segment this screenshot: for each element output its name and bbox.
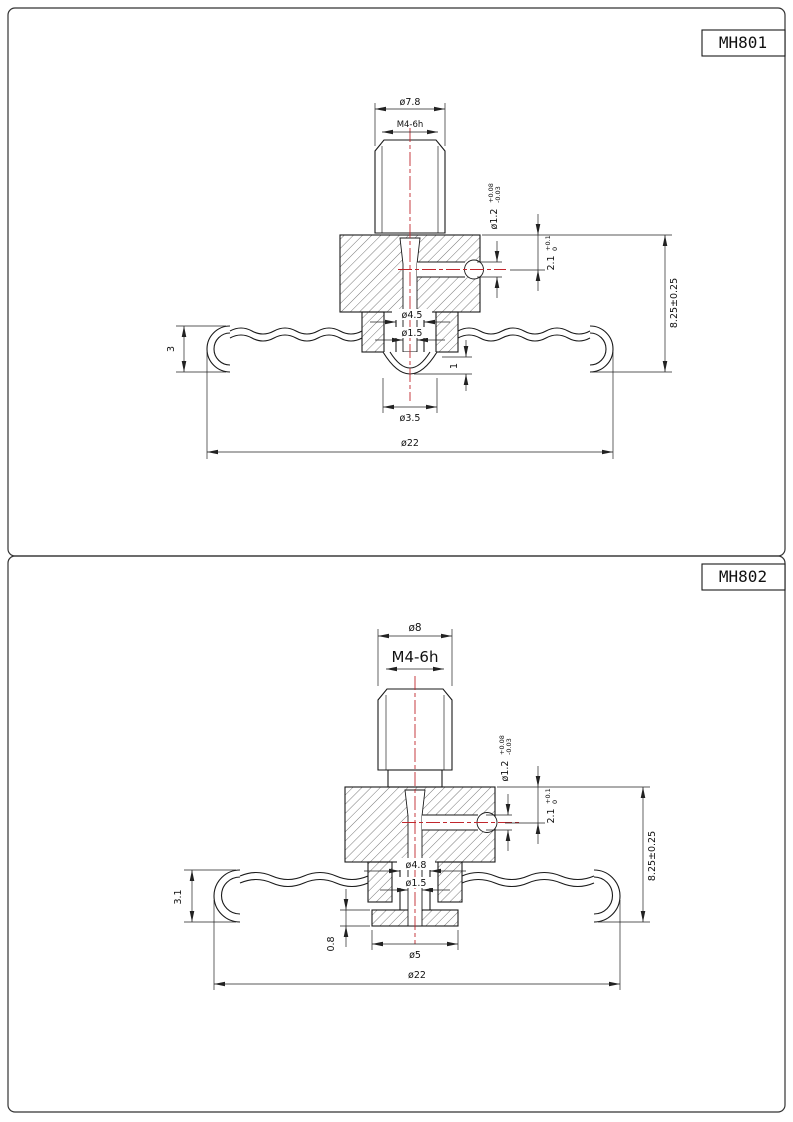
rolled-rim-right bbox=[589, 325, 614, 373]
rolled-rim-left bbox=[213, 869, 241, 923]
title-cell bbox=[701, 563, 786, 591]
dim-overall-height: 8.25±0.25 bbox=[497, 786, 658, 923]
dim-tolerance-upper: +0.08 bbox=[498, 735, 506, 755]
dim-label: ø1.2 bbox=[500, 761, 511, 782]
dim-top-dia: ø7.8 bbox=[374, 97, 446, 146]
dim-label: 2.1 bbox=[546, 808, 557, 823]
dim-label: 8.25±0.25 bbox=[669, 278, 680, 328]
dim-tolerance-lower: -0.03 bbox=[505, 738, 513, 755]
dim-counterbore-dia: ø4.5 bbox=[370, 309, 450, 325]
dim-flange-dia: ø22 bbox=[206, 352, 614, 459]
dim-tolerance-lower: 0 bbox=[551, 800, 559, 804]
dim-label: ø7.8 bbox=[400, 97, 421, 108]
dim-label: ø5 bbox=[409, 950, 421, 961]
dim-tolerance-upper: +0.1 bbox=[544, 235, 552, 251]
dim-label: M4-6h bbox=[392, 648, 439, 666]
dim-label: ø1.5 bbox=[402, 328, 423, 339]
dim-label: ø4.8 bbox=[406, 860, 427, 871]
dim-flange-dia: ø22 bbox=[213, 900, 621, 990]
dim-port-dia: ø1.2 +0.08 -0.03 bbox=[486, 735, 513, 851]
dim-boss-dia: ø5 bbox=[371, 930, 459, 961]
diaphragm-disc bbox=[213, 869, 621, 923]
drawing-title: MH801 bbox=[719, 33, 767, 52]
dim-boss-thickness: 0.8 bbox=[326, 889, 370, 952]
title-block-mh802: MH802 bbox=[701, 563, 786, 591]
dim-label: ø8 bbox=[408, 622, 421, 634]
dim-thread: M4-6h bbox=[386, 648, 444, 672]
panel-border-bottom bbox=[7, 555, 786, 1113]
dim-top-dia: ø8 bbox=[377, 622, 453, 686]
dim-tolerance-upper: +0.08 bbox=[487, 183, 495, 203]
dim-bore-dia: ø1.5 bbox=[375, 327, 445, 343]
rolled-rim-left bbox=[206, 325, 231, 373]
dim-label: 0.8 bbox=[326, 936, 337, 951]
dim-rim-height: 3 bbox=[166, 325, 226, 373]
dim-port-dia: ø1.2 +0.08 -0.03 bbox=[477, 183, 502, 298]
dim-label: ø3.5 bbox=[400, 413, 421, 424]
dim-label: ø22 bbox=[408, 970, 426, 981]
dim-label: ø1.2 bbox=[489, 209, 500, 230]
dim-boss-height: 1 bbox=[414, 340, 472, 391]
dim-tolerance-upper: +0.1 bbox=[544, 788, 552, 804]
view-mh801: ø7.8 M4-6h ø1.2 +0.08 -0.03 2.1 +0.1 bbox=[166, 97, 680, 459]
dim-label: ø22 bbox=[401, 438, 419, 449]
dim-label: 3.1 bbox=[173, 889, 184, 904]
dim-overall-height: 8.25±0.25 bbox=[482, 234, 680, 373]
dim-thread: M4-6h bbox=[382, 120, 438, 135]
drawing-title: MH802 bbox=[719, 567, 767, 586]
dim-tolerance-lower: -0.03 bbox=[494, 186, 502, 203]
dim-boss-dia: ø3.5 bbox=[382, 378, 438, 424]
title-cell bbox=[701, 29, 786, 57]
dim-label: 3 bbox=[166, 346, 177, 352]
dim-label: 2.1 bbox=[546, 255, 557, 270]
rolled-rim-right bbox=[593, 869, 621, 923]
dim-counterbore-dia: ø4.8 bbox=[364, 858, 466, 874]
dim-bore-dia: ø1.5 bbox=[380, 877, 450, 893]
dim-tolerance-lower: 0 bbox=[551, 247, 559, 251]
dim-label: ø1.5 bbox=[406, 878, 427, 889]
dim-label: M4-6h bbox=[397, 120, 424, 130]
dim-rim-height: 3.1 bbox=[173, 869, 236, 923]
dim-port-depth: 2.1 +0.1 0 bbox=[510, 214, 559, 291]
title-block-mh801: MH801 bbox=[701, 29, 786, 57]
view-mh802: ø8 M4-6h ø1.2 +0.08 -0.03 2.1 +0.1 bbox=[173, 622, 658, 990]
dim-label: 8.25±0.25 bbox=[647, 831, 658, 881]
dim-label: 1 bbox=[449, 363, 460, 369]
dim-label: ø4.5 bbox=[402, 310, 423, 321]
dim-port-depth: 2.1 +0.1 0 bbox=[505, 766, 559, 844]
body-section bbox=[344, 786, 498, 927]
